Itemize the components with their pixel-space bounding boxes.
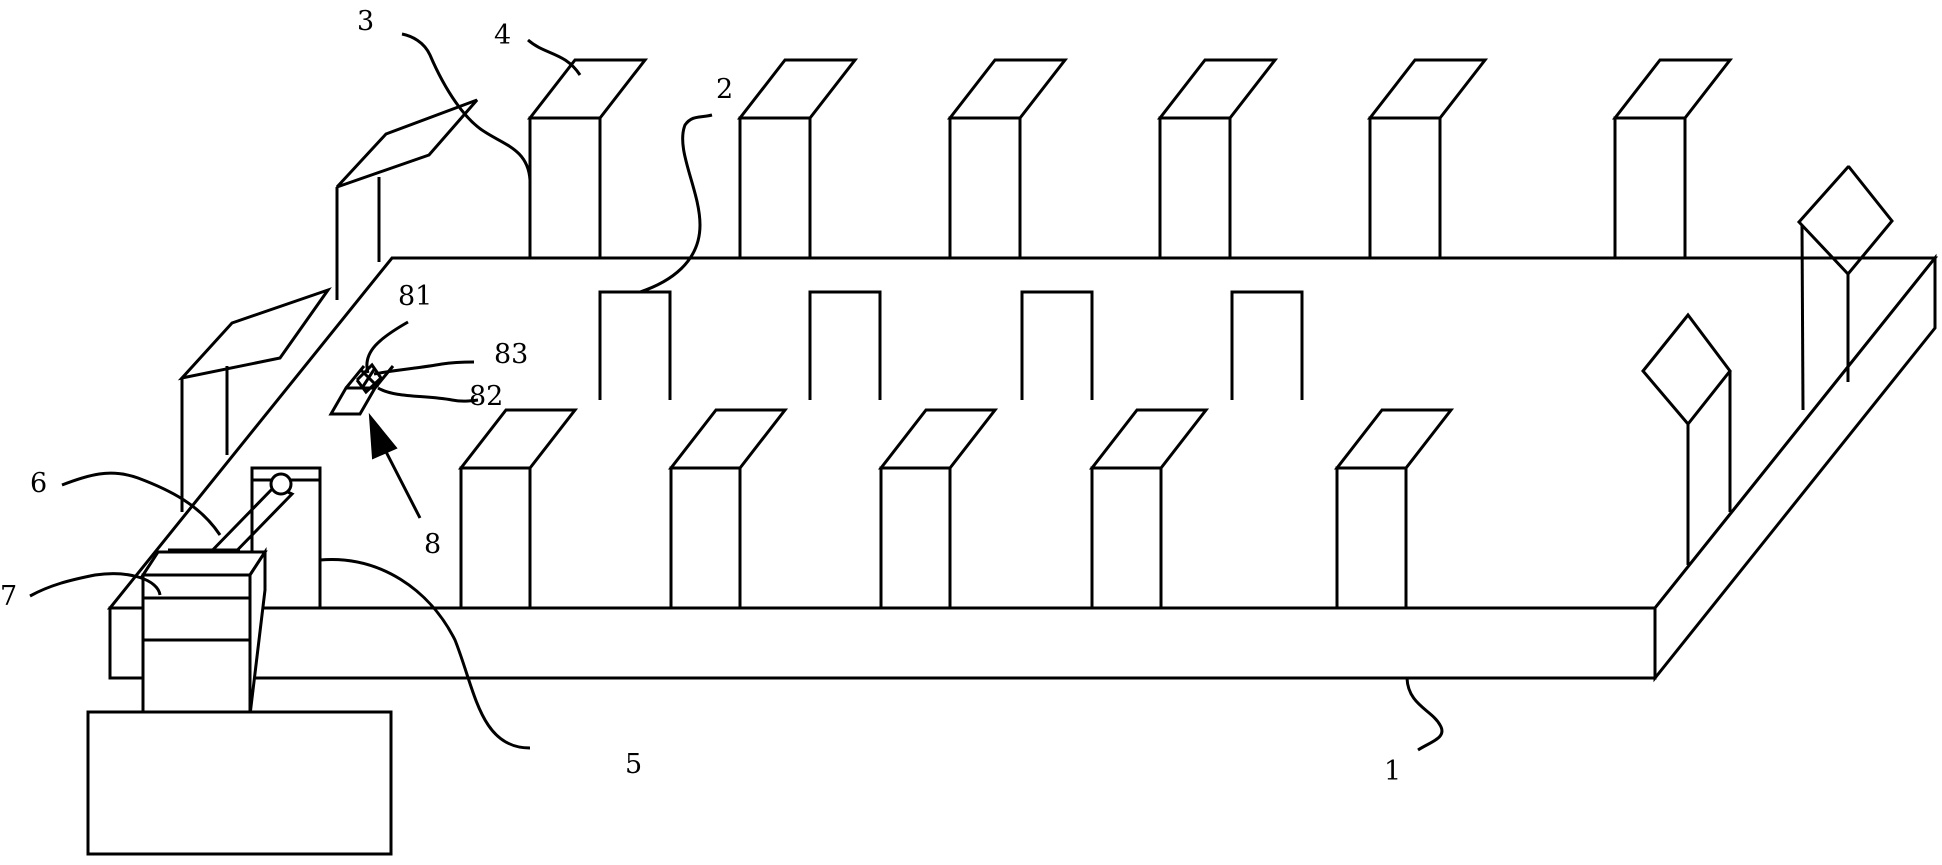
front-feeder: [1088, 408, 1210, 608]
label-6: 6: [30, 468, 47, 499]
leader-81: [365, 320, 409, 374]
middle-bracket-row: [598, 290, 1304, 400]
front-feeder: [667, 408, 789, 608]
front-feeder-row: [457, 408, 1455, 608]
rear-feeder: [1366, 58, 1489, 258]
label-82: 82: [469, 381, 503, 412]
u-bracket: [1230, 290, 1304, 400]
right-side-posts: [1641, 165, 1894, 565]
leader-7: [29, 572, 162, 598]
label-81: 81: [398, 281, 432, 312]
ground-block: [86, 710, 393, 856]
front-feeder: [1333, 408, 1455, 608]
leader-1: [1405, 677, 1444, 752]
left-side-panels: [177, 98, 479, 512]
leader-4: [527, 38, 582, 76]
arrow-8-head: [368, 412, 398, 460]
label-4: 4: [494, 20, 511, 51]
platform-front-face: [108, 606, 1657, 680]
rear-feeder: [526, 58, 649, 258]
label-2: 2: [716, 74, 733, 105]
platform-right-face: [1653, 253, 1937, 683]
rear-feeder: [1156, 58, 1279, 258]
label-83: 83: [494, 339, 528, 370]
diamond-post: [1796, 165, 1894, 411]
u-bracket: [598, 290, 672, 400]
leader-3: [401, 32, 532, 181]
label-3: 3: [357, 6, 374, 37]
drive-unit-7: [110, 546, 268, 717]
label-1: 1: [1384, 756, 1401, 787]
diamond-post: [1641, 312, 1732, 565]
rear-feeder: [1611, 58, 1734, 258]
rear-feeder: [736, 58, 859, 258]
rear-feeder: [946, 58, 1069, 258]
rear-feeder-row: [526, 58, 1734, 258]
leader-83: [373, 360, 475, 376]
reference-numerals: 1 2 3 4 5 6 7 8 81 82 83: [0, 6, 1401, 787]
front-feeder: [457, 408, 579, 608]
label-7: 7: [0, 581, 17, 612]
u-bracket: [1020, 290, 1094, 400]
leader-lines: [29, 32, 1444, 752]
leader-82: [377, 386, 479, 403]
leader-6: [61, 471, 222, 536]
left-panel-rear: [335, 98, 479, 300]
u-bracket: [808, 290, 882, 400]
leader-5: [319, 558, 531, 750]
label-5: 5: [625, 749, 642, 780]
front-feeder: [877, 408, 999, 608]
left-panel-front: [177, 287, 332, 512]
leader-2: [639, 113, 713, 294]
label-8: 8: [424, 529, 441, 560]
platform-base: [106, 253, 1939, 683]
